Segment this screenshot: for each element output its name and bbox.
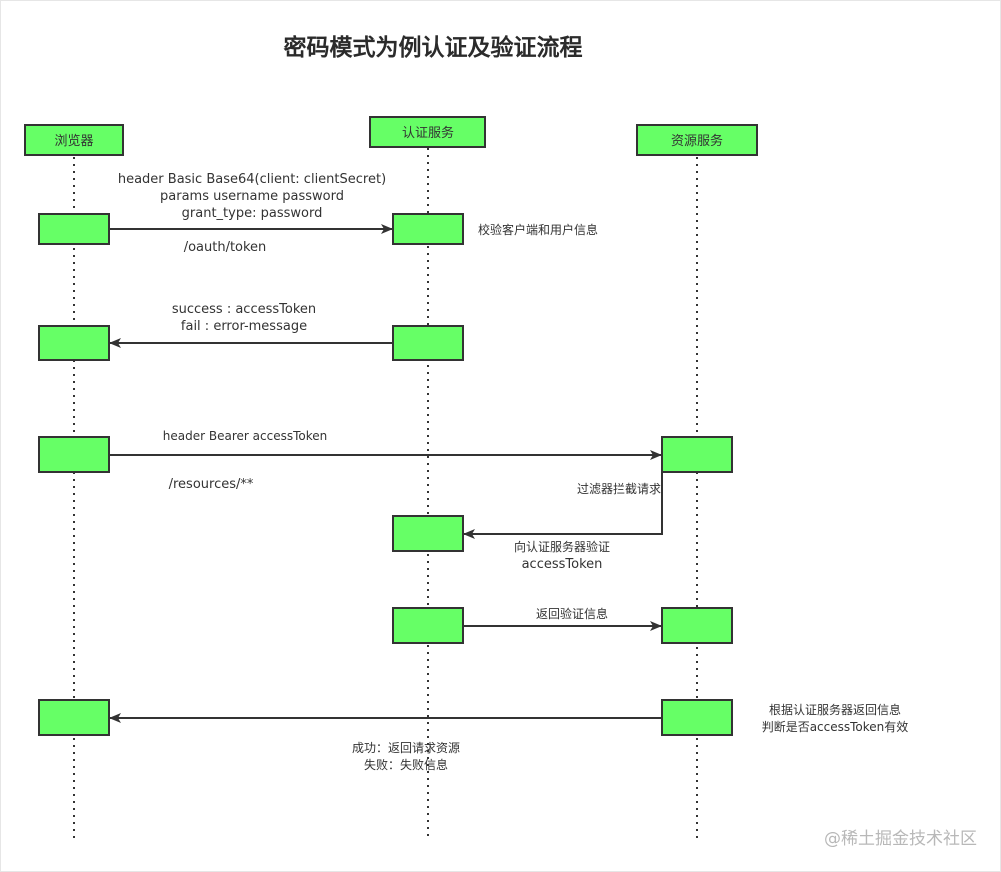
participant-resource[interactable]: 资源服务 bbox=[636, 124, 758, 156]
activation-resource-1 bbox=[661, 436, 733, 473]
activation-resource-3 bbox=[661, 699, 733, 736]
activation-auth-1 bbox=[392, 213, 464, 245]
activation-browser-4 bbox=[38, 699, 110, 736]
message-label: success : accessToken bbox=[172, 302, 316, 317]
message-label: 返回验证信息 bbox=[536, 606, 608, 621]
activation-browser-2 bbox=[38, 325, 110, 361]
participant-auth[interactable]: 认证服务 bbox=[369, 116, 486, 148]
activation-resource-2 bbox=[661, 607, 733, 644]
activation-browser-1 bbox=[38, 213, 110, 245]
participant-label: 资源服务 bbox=[671, 133, 723, 149]
activation-auth-4 bbox=[392, 607, 464, 644]
note-resource-result: 判断是否accessToken有效 bbox=[762, 719, 909, 734]
participant-label: 浏览器 bbox=[54, 133, 93, 149]
activation-auth-3 bbox=[392, 515, 464, 552]
participant-browser[interactable]: 浏览器 bbox=[24, 124, 124, 156]
message-label: 失败：失败信息 bbox=[364, 757, 448, 772]
message-label: header Bearer accessToken bbox=[163, 429, 327, 443]
message-label: accessToken bbox=[522, 557, 603, 572]
message-label: header Basic Base64(client: clientSecret… bbox=[118, 172, 386, 187]
activation-auth-2 bbox=[392, 325, 464, 361]
note-auth-check: 校验客户端和用户信息 bbox=[478, 222, 598, 237]
message-label: /oauth/token bbox=[184, 240, 267, 255]
message-label: 过滤器拦截请求 bbox=[577, 482, 661, 496]
participant-label: 认证服务 bbox=[402, 125, 454, 141]
diagram-title: 密码模式为例认证及验证流程 bbox=[284, 34, 583, 61]
message-label: 成功：返回请求资源 bbox=[352, 741, 460, 755]
message-arrow-verify-request bbox=[463, 472, 663, 539]
message-label: params username password bbox=[160, 189, 344, 204]
message-label: 向认证服务器验证 bbox=[514, 539, 610, 554]
message-label: fail : error-message bbox=[181, 319, 307, 334]
watermark: @稀土掘金技术社区 bbox=[824, 829, 977, 849]
message-label: /resources/** bbox=[169, 477, 254, 492]
activation-browser-3 bbox=[38, 436, 110, 473]
note-resource-result: 根据认证服务器返回信息 bbox=[769, 702, 901, 717]
message-label: grant_type: password bbox=[182, 206, 323, 221]
